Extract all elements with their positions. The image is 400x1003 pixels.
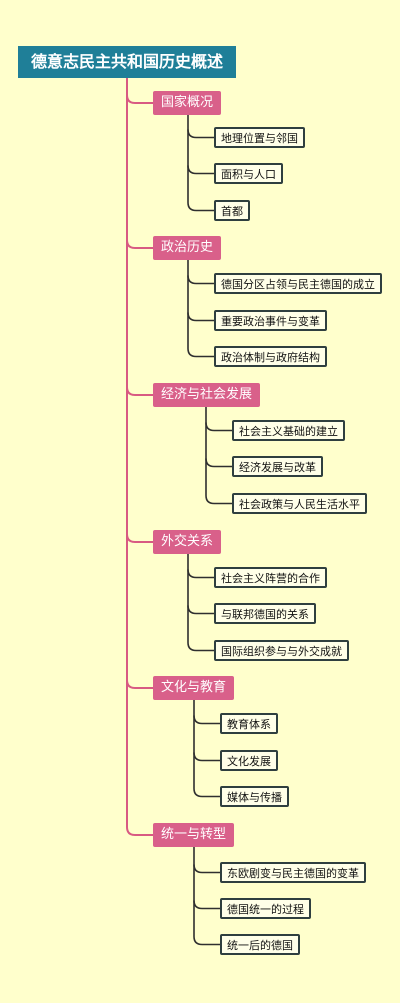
leaf-connector-0-0	[187, 129, 214, 139]
leaf-connector-5-2	[193, 936, 220, 946]
leaf-cultural-development[interactable]: 文化发展	[220, 750, 278, 771]
branch-economy-society[interactable]: 经济与社会发展	[153, 383, 261, 407]
leaf-connector-5-1	[193, 900, 220, 910]
leaf-education-system[interactable]: 教育体系	[220, 713, 278, 734]
leaf-international-orgs[interactable]: 国际组织参与与外交成就	[214, 640, 349, 661]
leaf-connector-3-1	[187, 605, 214, 615]
leaf-connector-1-0	[187, 275, 214, 285]
branch-foreign-relations[interactable]: 外交关系	[153, 530, 222, 554]
branch-connector-4	[126, 679, 153, 689]
leaf-social-policy[interactable]: 社会政策与人民生活水平	[232, 493, 367, 514]
branch-culture-education[interactable]: 文化与教育	[153, 676, 235, 700]
leaf-connector-2-0	[205, 422, 232, 432]
branch-connector-1	[126, 239, 153, 249]
root-topic[interactable]: 德意志民主共和国历史概述	[18, 46, 236, 78]
branch-political-history[interactable]: 政治历史	[153, 236, 222, 260]
leaf-connector-4-2	[193, 788, 220, 798]
leaf-connector-2-1	[205, 458, 232, 468]
leaf-geography-neighbors[interactable]: 地理位置与邻国	[214, 127, 305, 148]
leaf-connector-1-1	[187, 312, 214, 322]
leaf-connector-4-0	[193, 715, 220, 725]
branch-country-overview[interactable]: 国家概况	[153, 91, 222, 115]
leaf-reunification-process[interactable]: 德国统一的过程	[220, 898, 311, 919]
branch-connector-3	[126, 533, 153, 543]
leaf-connector-0-2	[187, 202, 214, 212]
leaf-media[interactable]: 媒体与传播	[220, 786, 289, 807]
leaf-connector-4-1	[193, 752, 220, 762]
leaf-connector-3-0	[187, 569, 214, 579]
leaf-area-population[interactable]: 面积与人口	[214, 163, 283, 184]
leaf-connector-5-0	[193, 864, 220, 874]
leaf-frg-relations[interactable]: 与联邦德国的关系	[214, 603, 316, 624]
leaf-socialist-cooperation[interactable]: 社会主义阵营的合作	[214, 567, 327, 588]
leaf-socialist-foundation[interactable]: 社会主义基础的建立	[232, 420, 345, 441]
leaf-capital[interactable]: 首都	[214, 200, 250, 221]
branch-reunification[interactable]: 统一与转型	[153, 823, 235, 847]
branch-connector-5	[126, 826, 153, 836]
leaf-occupation-founding[interactable]: 德国分区占领与民主德国的成立	[214, 273, 382, 294]
leaf-political-system[interactable]: 政治体制与政府结构	[214, 346, 327, 367]
branch-connector-0	[126, 94, 153, 104]
leaf-post-reunification[interactable]: 统一后的德国	[220, 934, 300, 955]
leaf-political-events[interactable]: 重要政治事件与变革	[214, 310, 327, 331]
leaf-connector-0-1	[187, 165, 214, 175]
leaf-connector-1-2	[187, 348, 214, 358]
leaf-economic-reform[interactable]: 经济发展与改革	[232, 456, 323, 477]
leaf-connector-2-2	[205, 495, 232, 505]
leaf-eastern-bloc-changes[interactable]: 东欧剧变与民主德国的变革	[220, 862, 366, 883]
leaf-connector-3-2	[187, 642, 214, 652]
branch-connector-2	[126, 386, 153, 396]
